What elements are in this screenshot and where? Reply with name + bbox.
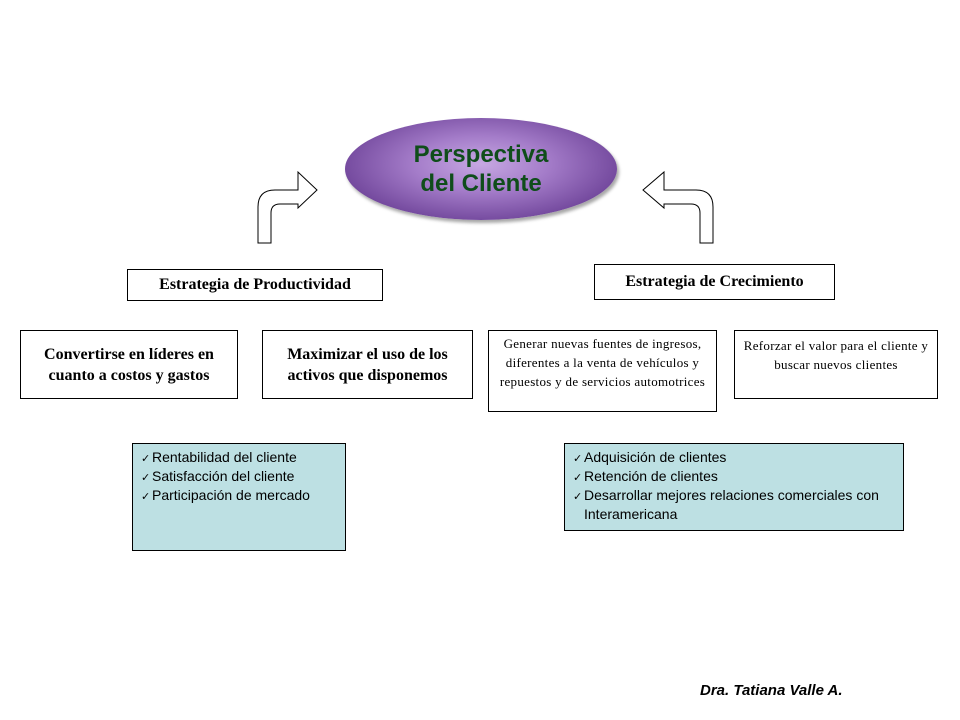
check-icon: ✓ — [141, 453, 151, 465]
left-bent-arrow — [257, 170, 318, 244]
goal-asset-utilization: Maximizar el uso de los activos que disp… — [262, 330, 473, 399]
productivity-strategy-box: Estrategia de Productividad — [127, 269, 383, 301]
check-icon: ✓ — [573, 491, 583, 503]
goal-cost-leadership-text: Convertirse en líderes en cuanto a costo… — [44, 345, 214, 384]
productivity-measures-box: ✓Rentabilidad del cliente ✓Satisfacción … — [132, 443, 346, 551]
goal-new-revenue-text: Generar nuevas fuentes de ingresos, dife… — [499, 336, 706, 389]
list-item: ✓Participación de mercado — [141, 487, 339, 506]
customer-perspective-ellipse: Perspectiva del Cliente — [345, 118, 617, 220]
list-item: ✓Adquisición de clientes — [573, 449, 897, 468]
productivity-strategy-label: Estrategia de Productividad — [159, 276, 351, 293]
growth-strategy-label: Estrategia de Crecimiento — [625, 273, 804, 290]
right-bent-arrow — [642, 170, 714, 244]
list-item: ✓Satisfacción del cliente — [141, 468, 339, 487]
goal-new-revenue: Generar nuevas fuentes de ingresos, dife… — [488, 330, 717, 412]
productivity-measures-list: ✓Rentabilidad del cliente ✓Satisfacción … — [141, 449, 339, 506]
customer-perspective-title: Perspectiva del Cliente — [413, 141, 549, 197]
goal-asset-utilization-text: Maximizar el uso de los activos que disp… — [287, 345, 448, 384]
author-credit: Dra. Tatiana Valle A. — [700, 682, 843, 699]
check-icon: ✓ — [141, 472, 151, 484]
list-item: ✓Rentabilidad del cliente — [141, 449, 339, 468]
measure-text: Adquisición de clientes — [584, 449, 727, 465]
measure-text: Satisfacción del cliente — [152, 468, 295, 484]
measure-text: Retención de clientes — [584, 468, 718, 484]
check-icon: ✓ — [573, 472, 583, 484]
list-item: ✓Desarrollar mejores relaciones comercia… — [573, 487, 897, 523]
goal-cost-leadership: Convertirse en líderes en cuanto a costo… — [20, 330, 238, 399]
check-icon: ✓ — [141, 491, 151, 503]
growth-measures-list: ✓Adquisición de clientes ✓Retención de c… — [573, 449, 897, 523]
check-icon: ✓ — [573, 453, 583, 465]
list-item: ✓Retención de clientes — [573, 468, 897, 487]
measure-text: Desarrollar mejores relaciones comercial… — [584, 487, 879, 522]
measure-text: Rentabilidad del cliente — [152, 449, 297, 465]
growth-measures-box: ✓Adquisición de clientes ✓Retención de c… — [564, 443, 904, 531]
goal-customer-value: Reforzar el valor para el cliente y busc… — [734, 330, 938, 399]
goal-customer-value-text: Reforzar el valor para el cliente y busc… — [743, 338, 929, 372]
growth-strategy-box: Estrategia de Crecimiento — [594, 264, 835, 300]
measure-text: Participación de mercado — [152, 487, 310, 503]
